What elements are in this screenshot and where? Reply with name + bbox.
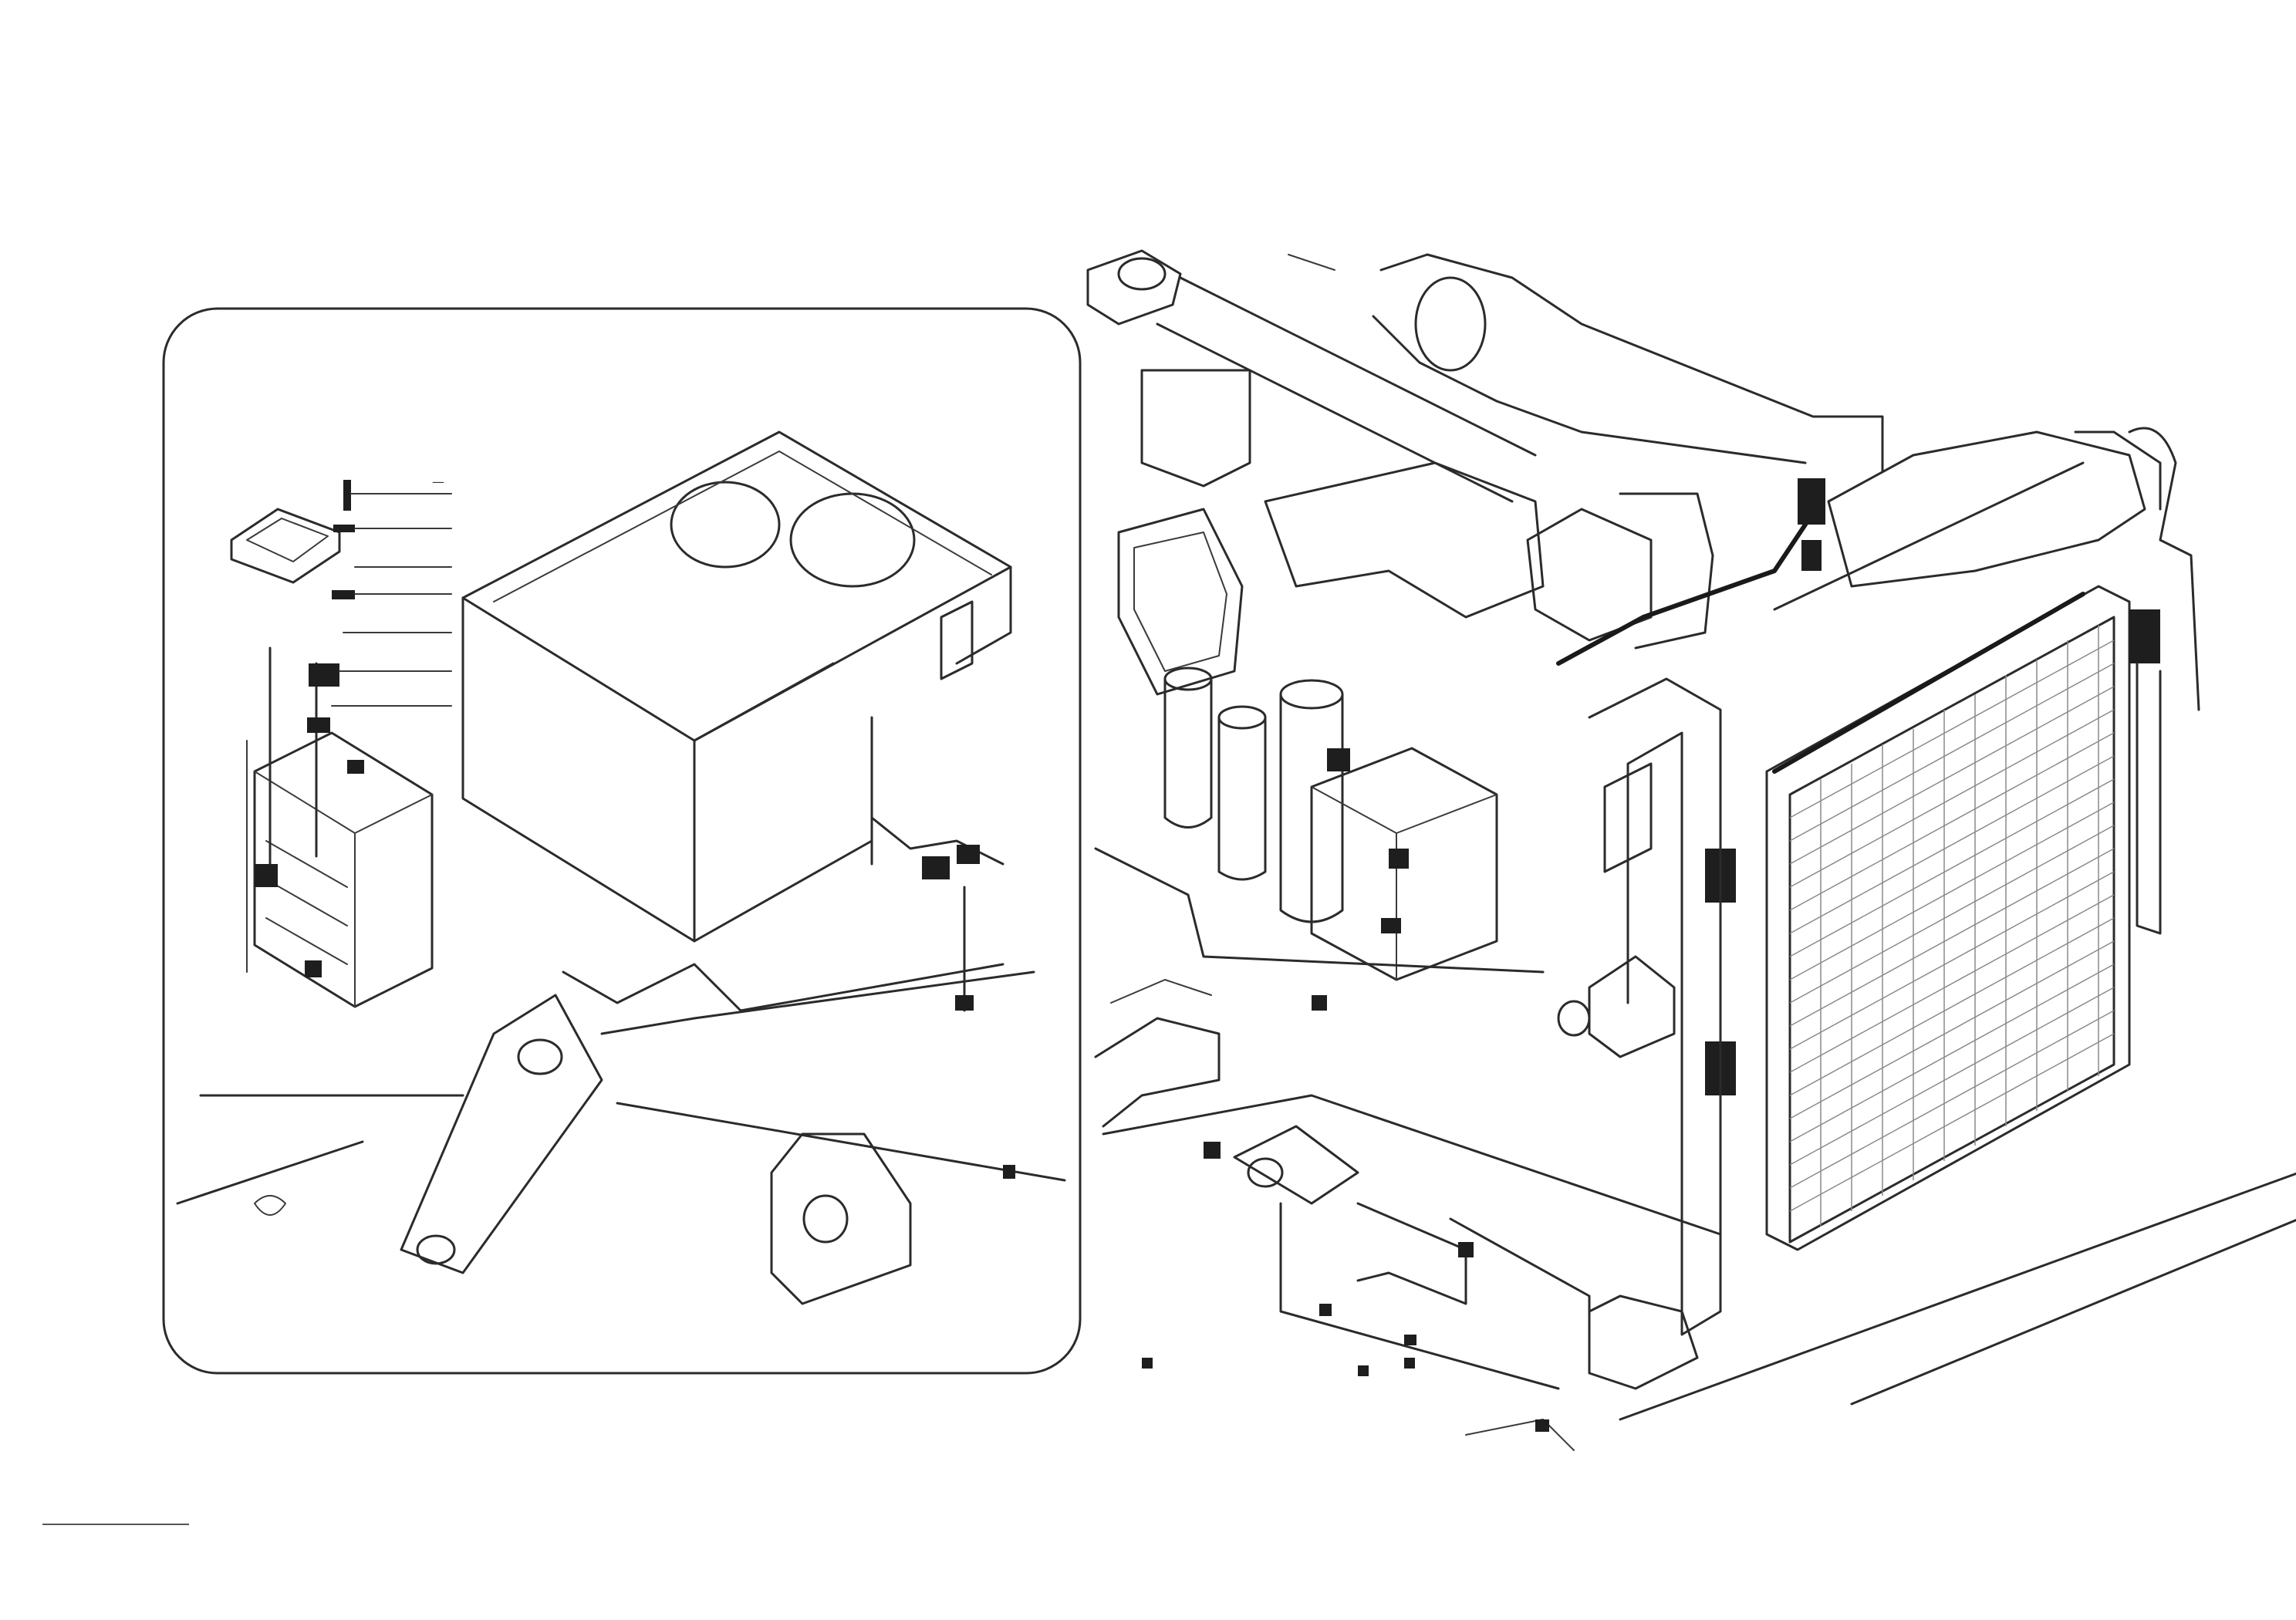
floor-line <box>1465 1419 1575 1451</box>
lower-mount <box>1588 1294 1699 1390</box>
radiator-frame <box>1765 585 2131 1251</box>
radiator-side-post <box>2136 662 2162 935</box>
valve-block <box>1310 747 1498 981</box>
frame-beam-lower <box>600 970 1035 1035</box>
manifold <box>1264 461 1545 619</box>
main-view <box>1086 249 2296 1451</box>
frame-pad-hole <box>1247 1157 1284 1188</box>
battery-cover <box>230 508 341 584</box>
mount-nut <box>955 995 974 1011</box>
figure-footer <box>42 1524 197 1539</box>
battery-box-right-edge <box>955 565 1012 665</box>
radiator-fins <box>1789 625 2115 1227</box>
cylinder-c-top <box>1279 679 1344 710</box>
fastener-leaders: — <box>331 474 452 707</box>
radiator-seal <box>1772 592 2085 774</box>
inset-panel: — <box>162 307 1082 1375</box>
cylinder-b-top <box>1217 705 1267 730</box>
radiator-cap-bracket <box>2074 430 2162 511</box>
battery-box-left-face <box>461 596 696 943</box>
sensor <box>1798 478 1825 525</box>
battery-cap-a <box>670 481 781 569</box>
crossmember-support <box>1449 1217 1591 1344</box>
sensor-base <box>1801 540 1822 571</box>
battery-box-top <box>461 430 1012 742</box>
inset-frame <box>162 307 1082 1375</box>
base-bolt <box>254 1195 286 1216</box>
filter-bracket <box>1140 369 1251 488</box>
mount-bolt-a <box>922 856 950 879</box>
radiator-upper-hose <box>2128 427 2200 711</box>
support-plate <box>1603 762 1653 873</box>
valve-bolt-c <box>1381 918 1401 933</box>
air-tube <box>1156 276 1537 503</box>
frame-bolt <box>1003 1165 1015 1179</box>
pivot-arm <box>400 994 603 1274</box>
valve-bolt-b <box>1389 849 1409 869</box>
support-hole <box>1557 1000 1591 1037</box>
frame-bottom-rail <box>1619 1172 2296 1421</box>
box-latch <box>940 600 974 680</box>
rear-bracket-hole <box>802 1194 849 1244</box>
rear-bracket <box>770 1132 912 1305</box>
side-rail <box>1110 979 1212 1004</box>
frame-pad <box>1233 1125 1359 1205</box>
frame-base-edge <box>1850 1219 2296 1406</box>
battery-cap-b <box>789 492 916 588</box>
support-column <box>1588 677 1722 1336</box>
crossmember-bracket <box>1356 1202 1467 1305</box>
radiator-top-edge <box>1773 461 2085 611</box>
battery-box-inner-edge <box>693 662 835 742</box>
footer-rule <box>42 1524 189 1525</box>
battery-cell-top <box>254 771 433 834</box>
mount-bolt-b <box>957 845 980 864</box>
battery-ribs <box>265 840 348 965</box>
frame-beam-upper <box>562 963 1004 1012</box>
crossmember <box>1279 1202 1560 1390</box>
frame-upper-rail <box>1094 847 1545 974</box>
cylinder-a-top <box>1163 667 1213 691</box>
leader-top <box>1288 254 1335 271</box>
filter-cap-top <box>1117 257 1167 291</box>
cylinder-b <box>1217 716 1267 881</box>
base-rails <box>176 1094 464 1205</box>
loose-fasteners <box>1142 995 1549 1432</box>
filter-panel <box>1117 508 1244 696</box>
hose-clamp <box>1414 276 1487 372</box>
battery-cover-inner <box>246 518 329 562</box>
manifold-flange <box>1526 508 1653 642</box>
filter-panel-inner <box>1133 532 1227 672</box>
radiator-top-tank <box>1827 430 2146 588</box>
frame-lower-rail <box>1102 1094 1722 1236</box>
intake-hose-top <box>1379 253 1884 472</box>
pivot-hole <box>517 1038 563 1075</box>
fastener-stack <box>255 480 364 977</box>
svg-text:—: — <box>432 474 444 489</box>
top-plate-inner <box>493 451 992 602</box>
support-gusset <box>1588 955 1676 1058</box>
filter-cap <box>1086 249 1182 326</box>
frame-rail <box>616 1102 1066 1182</box>
pivot-hole-lower <box>416 1234 456 1265</box>
cylinder-a <box>1163 677 1213 829</box>
valve-bolt-a <box>1327 748 1350 771</box>
radiator-mount-right <box>2129 609 2160 663</box>
battery-box-front-edge <box>693 716 873 943</box>
frame-bracket <box>1094 1017 1221 1128</box>
intake-hose-bottom <box>1372 315 1807 464</box>
turbo-housing <box>1619 492 1714 650</box>
battery-cell <box>253 731 434 1008</box>
